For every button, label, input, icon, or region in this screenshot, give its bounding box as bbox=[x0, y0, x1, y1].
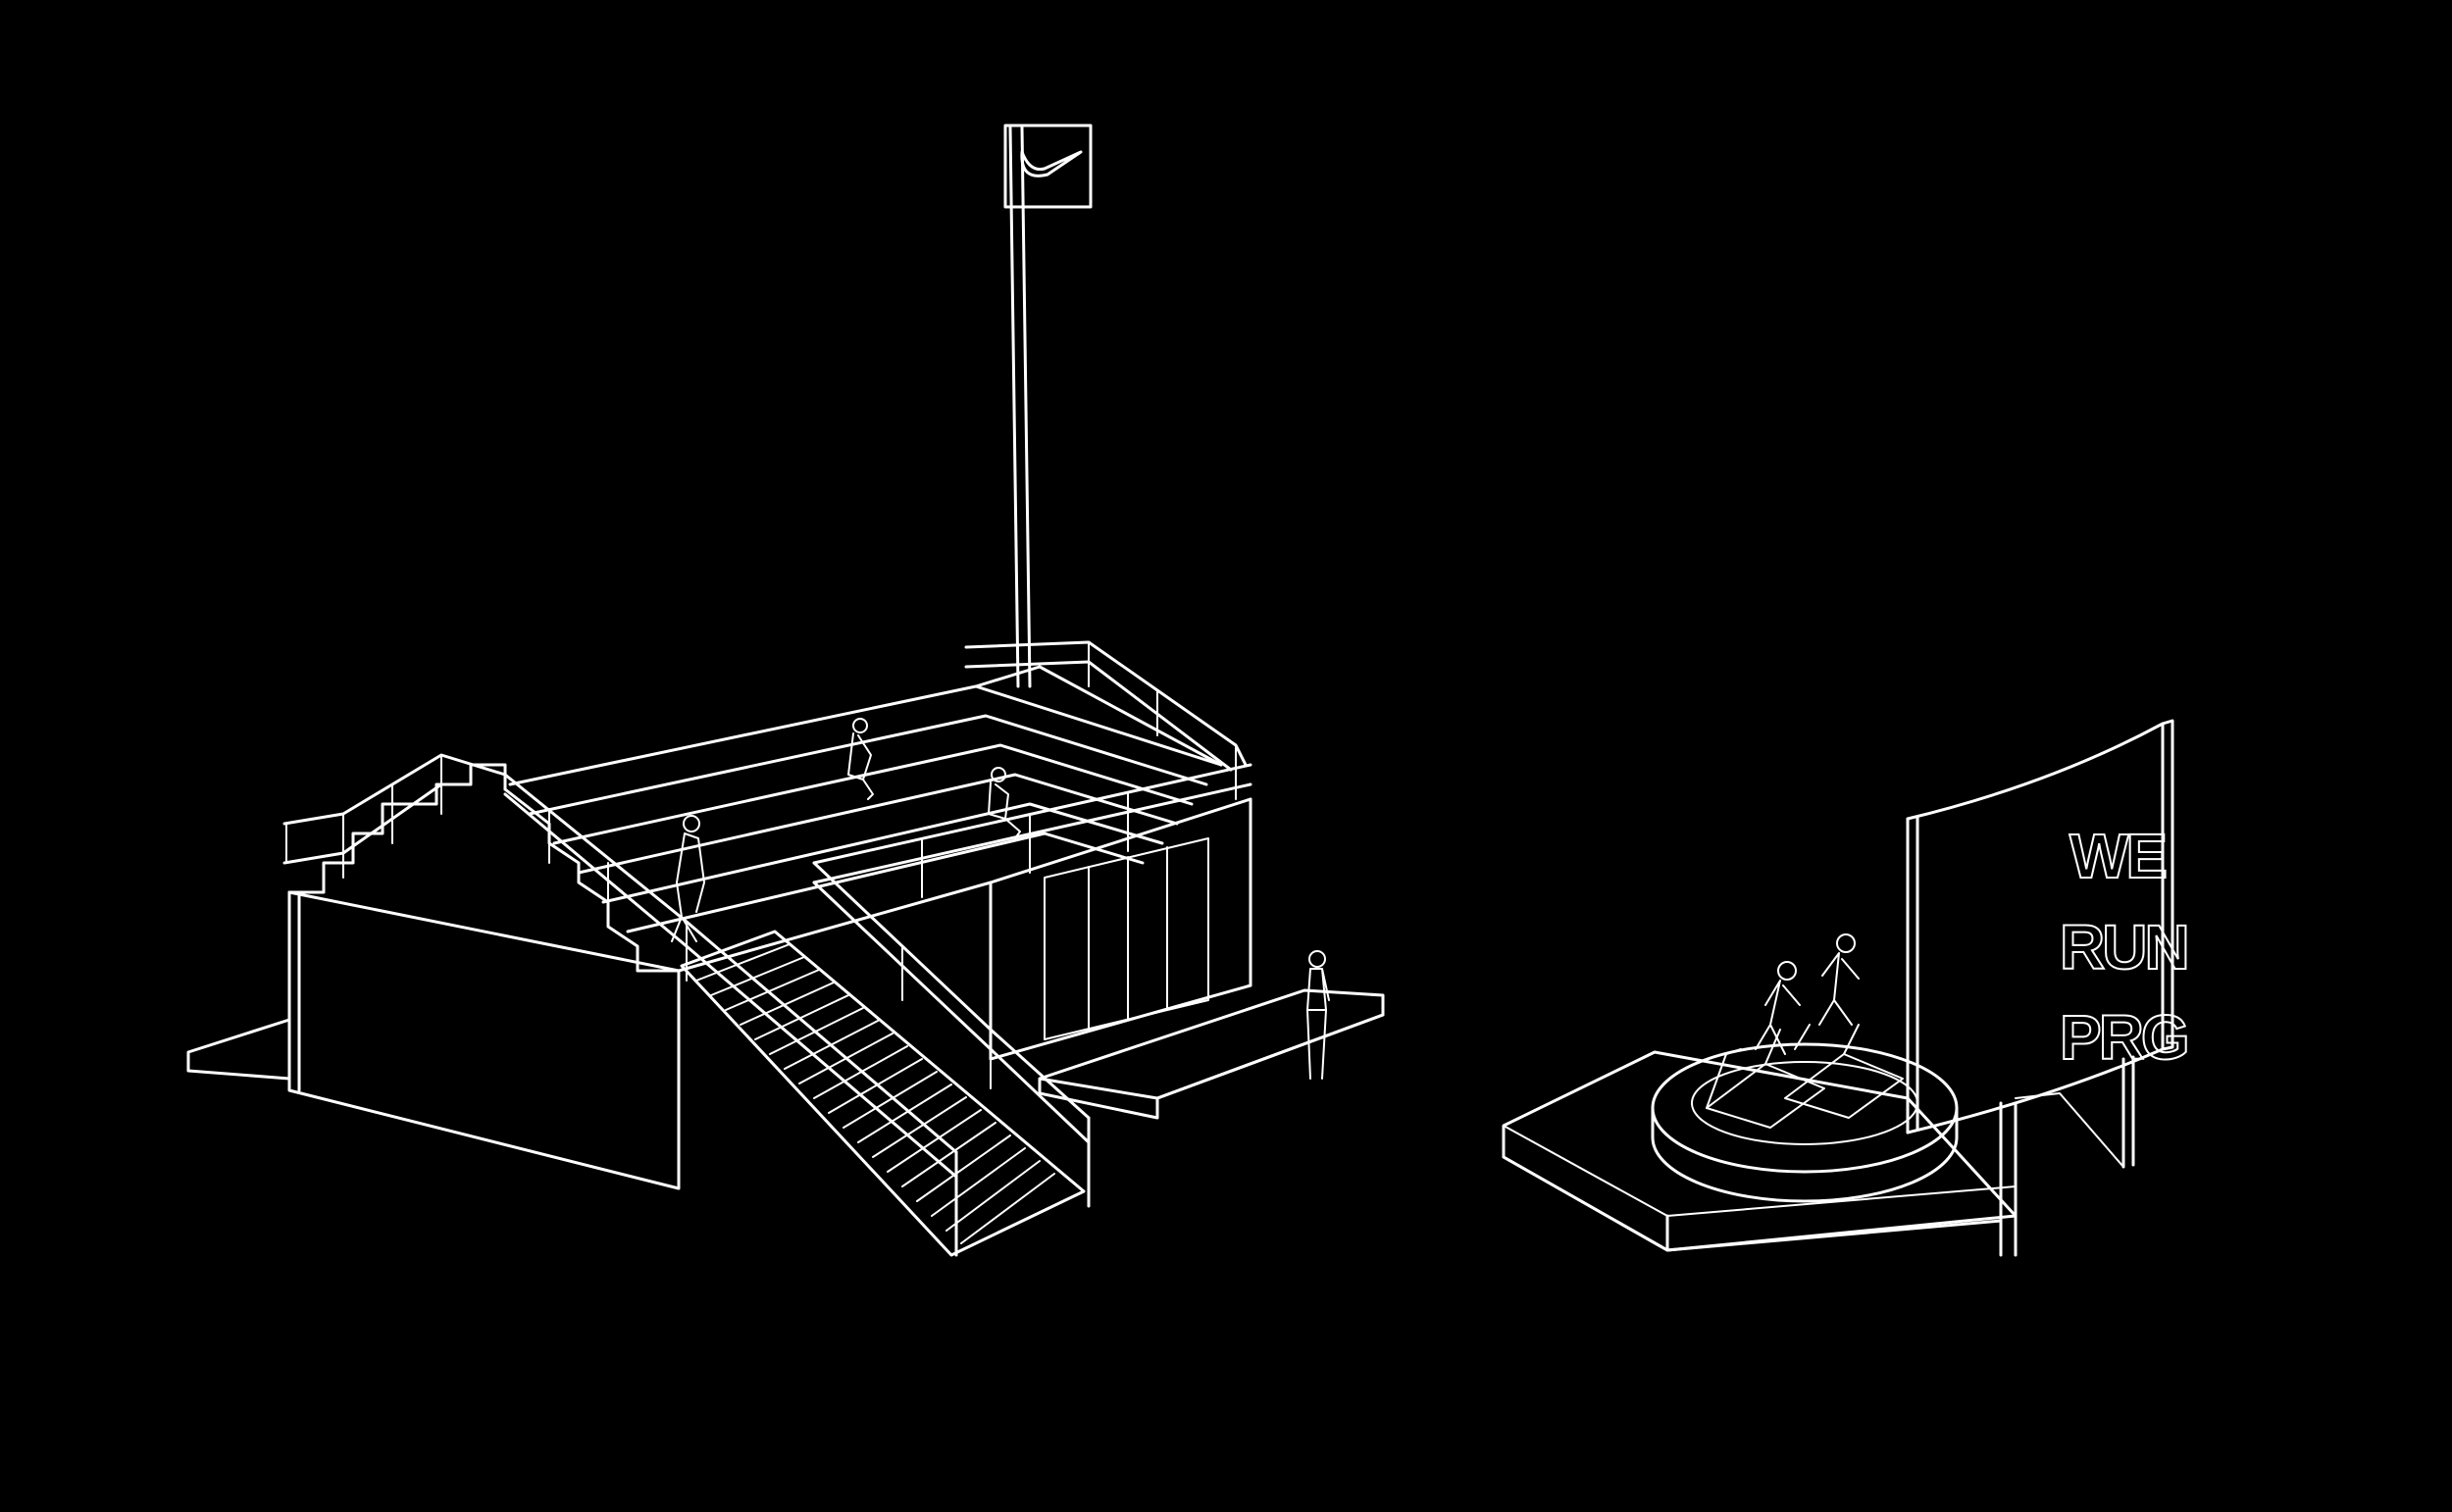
swoosh-icon bbox=[1020, 150, 1083, 177]
railing-stair bbox=[503, 773, 958, 1257]
flag-pole bbox=[1003, 124, 1093, 688]
sign-line-2: RUN bbox=[2060, 912, 2187, 983]
curved-sign bbox=[1906, 719, 2174, 1134]
person-walking-stairs bbox=[671, 815, 705, 942]
sign-lettering: WE RUN PRG bbox=[2059, 820, 2191, 1074]
sign-line-3: PRG bbox=[2060, 1002, 2187, 1073]
glass-box bbox=[989, 797, 1252, 1061]
treadmill-1 bbox=[1706, 1029, 1825, 1129]
railing-left bbox=[282, 753, 507, 879]
runner-1 bbox=[1755, 961, 1801, 1055]
person-standing-platform bbox=[1306, 950, 1330, 1080]
sign-supports bbox=[1999, 1055, 2135, 1257]
treadmill-2 bbox=[1784, 1024, 1904, 1119]
person-seated-right bbox=[988, 767, 1021, 839]
treadmill-stage: WE RUN PRG bbox=[1502, 719, 2191, 1257]
bleacher-tiers bbox=[508, 665, 1223, 933]
flag bbox=[1003, 124, 1093, 209]
railing-stair-right bbox=[812, 861, 1091, 1208]
stage-base bbox=[1502, 1050, 2018, 1252]
person-seated-top bbox=[847, 718, 874, 800]
right-platform bbox=[1038, 988, 1385, 1120]
railing-top bbox=[964, 640, 1248, 800]
turntable bbox=[1651, 1042, 1959, 1203]
pavilion-structure bbox=[186, 124, 1385, 1257]
sign-line-1: WE bbox=[2069, 821, 2166, 891]
main-staircase bbox=[680, 930, 1086, 1257]
runner-2 bbox=[1818, 933, 1860, 1026]
railing-front bbox=[812, 763, 1252, 898]
ground-slab bbox=[186, 1018, 291, 1081]
